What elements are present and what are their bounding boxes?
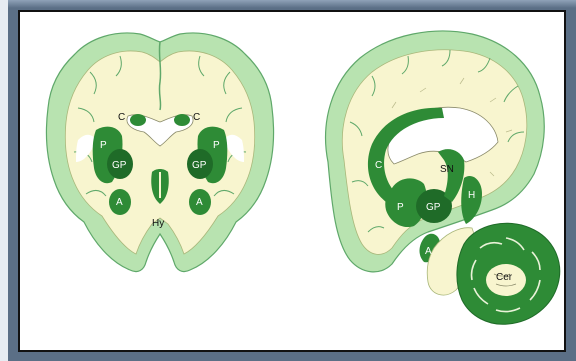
coronal-section: C C P P GP GP A A Hy: [46, 33, 273, 272]
label-sagittal-putamen: P: [397, 202, 404, 213]
figure-panel: C C P P GP GP A A Hy: [18, 10, 566, 352]
window-left-strip: [0, 0, 8, 361]
label-sagittal-cerebellum: Cer: [496, 272, 513, 283]
label-sagittal-hippocampus: H: [468, 190, 475, 201]
label-coronal-caudate-right: C: [193, 112, 200, 123]
sagittal-section: C P GP SN H A Cer: [326, 31, 560, 324]
label-coronal-putamen-right: P: [213, 140, 220, 151]
window-top-band: [0, 0, 576, 8]
label-coronal-globus-pallidus-right: GP: [192, 160, 207, 171]
label-coronal-hypothalamus: Hy: [152, 218, 164, 229]
label-coronal-amygdala-left: A: [116, 197, 123, 208]
label-sagittal-caudate: C: [375, 160, 382, 171]
coronal-caudate-left: [130, 114, 146, 126]
label-coronal-amygdala-right: A: [196, 197, 203, 208]
label-sagittal-globus-pallidus: GP: [426, 202, 441, 213]
label-coronal-putamen-left: P: [100, 140, 107, 151]
label-coronal-globus-pallidus-left: GP: [112, 160, 127, 171]
coronal-caudate-right: [174, 114, 190, 126]
label-sagittal-substantia-nigra: SN: [440, 164, 454, 175]
label-coronal-caudate-left: C: [118, 112, 125, 123]
label-sagittal-amygdala: A: [425, 246, 432, 257]
brain-diagram: C C P P GP GP A A Hy: [20, 12, 564, 350]
